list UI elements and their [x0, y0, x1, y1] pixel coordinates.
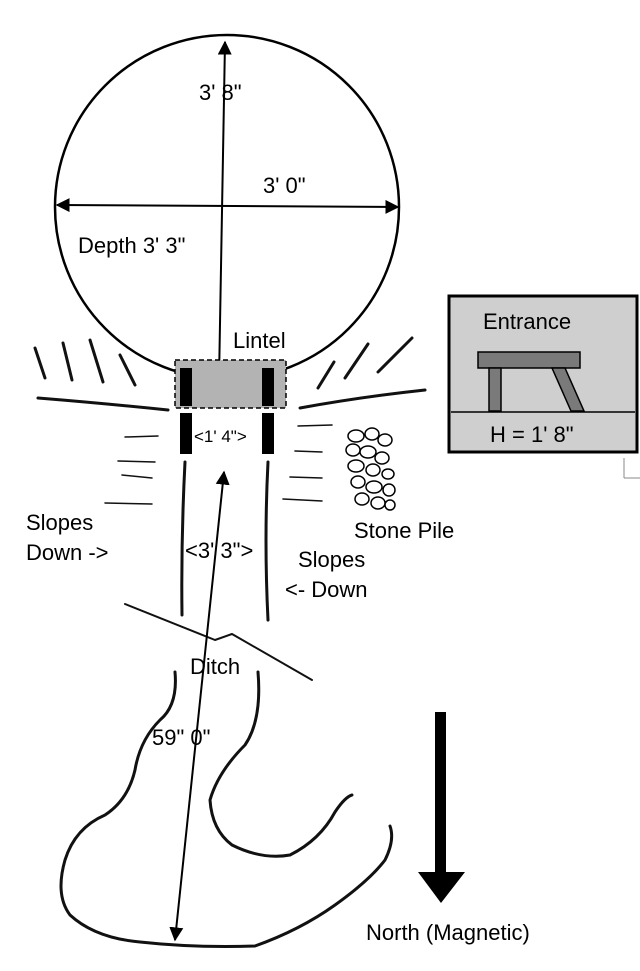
- length-dimension-arrow: [169, 470, 230, 942]
- chamber-height-label: 3' 8": [199, 80, 242, 105]
- passage-width-label: <3' 3">: [185, 538, 253, 563]
- slope-hachures-left: [33, 338, 170, 412]
- door-post-right-upper: [262, 368, 274, 406]
- door-post-left-lower: [180, 413, 192, 454]
- door-post-left-upper: [180, 368, 192, 406]
- lintel-label: Lintel: [233, 328, 286, 353]
- chamber-width-label: 3' 0": [263, 173, 306, 198]
- passage-wall-right: [264, 460, 270, 622]
- stone-pile-label: Stone Pile: [354, 518, 454, 543]
- inset-post-right: [550, 367, 586, 412]
- north-label: North (Magnetic): [366, 920, 530, 945]
- slopes-right-label-line1: Slopes: [298, 547, 365, 572]
- side-hatching-right: [282, 424, 333, 502]
- slope-hachures-right: [298, 336, 427, 410]
- channel-outline-right: [208, 670, 354, 858]
- chamber-depth-label: Depth 3' 3": [78, 233, 185, 258]
- inset-height-label: H = 1' 8": [490, 422, 574, 447]
- width-dimension-arrow: [55, 198, 400, 214]
- north-arrow-shaft: [435, 712, 446, 874]
- slopes-left-label-line1: Slopes: [26, 510, 93, 535]
- door-post-right-lower: [262, 413, 274, 454]
- north-arrow-head: [418, 872, 465, 903]
- entrance-inset: Entrance H = 1' 8": [447, 294, 639, 454]
- side-hatching-left: [104, 435, 159, 505]
- slopes-left-label-line2: Down ->: [26, 540, 109, 565]
- doorway-width-label: <1' 4">: [194, 427, 247, 446]
- inset-lintel: [477, 351, 581, 369]
- inset-title: Entrance: [483, 309, 571, 334]
- slopes-right-label-line2: <- Down: [285, 577, 368, 602]
- channel-outline-left: [59, 670, 394, 948]
- length-label: 59" 0": [152, 725, 210, 750]
- ditch-label: Ditch: [190, 654, 240, 679]
- inset-post-left: [488, 367, 502, 412]
- stone-pile: [345, 427, 396, 511]
